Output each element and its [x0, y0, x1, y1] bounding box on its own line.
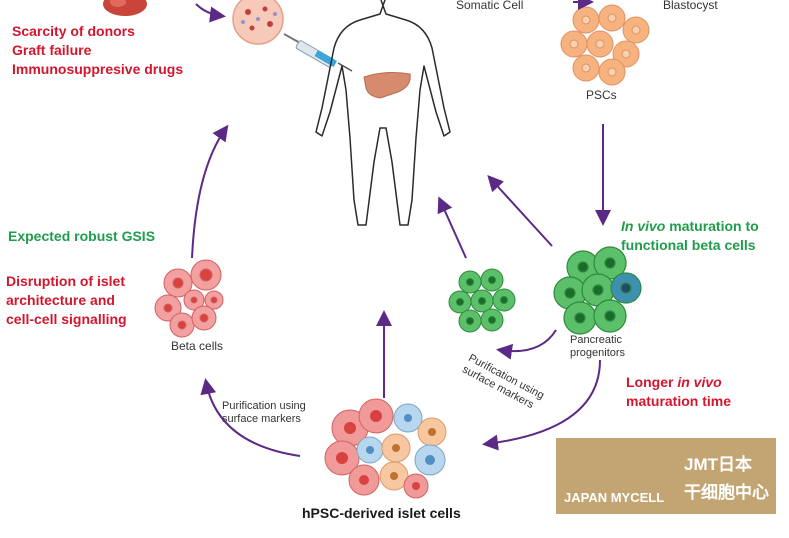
hpsc-islet-cluster — [324, 398, 447, 499]
problem-graft-failure: Graft failure — [12, 42, 92, 58]
gsis-label: Expected robust GSIS — [8, 228, 156, 244]
disruption-line1: Disruption of islet — [6, 273, 125, 289]
beta-cells-label: Beta cells — [171, 339, 224, 353]
longer-italic: in vivo — [677, 374, 722, 390]
purification-left-line1: Purification using — [222, 400, 306, 412]
human-body-outline — [315, 0, 451, 226]
arrow-beta-up — [191, 124, 229, 259]
pancreatic-label-line1: Pancreatic — [570, 334, 622, 346]
pancreatic-progenitors-label: Pancreatic progenitors — [570, 334, 625, 360]
in-vivo-rest: maturation to — [665, 218, 759, 234]
purification-left-label: Purification using surface markers — [222, 400, 306, 426]
liver-icon — [363, 72, 411, 99]
blastocyst-label: Blastocyst — [663, 0, 718, 12]
in-vivo-maturation-text: In vivo maturation to functional beta ce… — [621, 217, 759, 255]
beta-cells-cluster — [154, 259, 224, 338]
japan-mycell-logo: JAPAN MYCELL JMT日本 干细胞中心 — [556, 438, 776, 514]
logo-company-name: JAPAN MYCELL — [564, 490, 665, 505]
purified-progenitor-cells — [448, 268, 516, 333]
longer-maturation-text: Longer in vivo maturation time — [626, 373, 731, 411]
islet-tissue-icon — [232, 0, 284, 45]
pscs-label: PSCs — [586, 88, 617, 102]
problem-immunosuppressive: Immunosuppresive drugs — [12, 61, 184, 77]
donor-organ-icon — [103, 0, 147, 16]
arrow-progenitor-to-islet — [482, 359, 601, 451]
longer-line2: maturation time — [626, 393, 732, 409]
pancreatic-progenitor-cluster — [553, 246, 642, 335]
psc-cluster-icon — [560, 4, 650, 86]
arrow-islet-to-beta — [200, 378, 301, 457]
pancreatic-label-line2: progenitors — [570, 347, 626, 359]
hpsc-islet-label: hPSC-derived islet cells — [302, 505, 461, 521]
logo-cn-line2: 干细胞中心 — [684, 483, 769, 502]
disruption-line2: architecture and — [6, 292, 115, 308]
problem-scarcity: Scarcity of donors — [12, 23, 135, 39]
in-vivo-line2: functional beta cells — [621, 237, 756, 253]
arrow-progenitor-to-purified — [496, 329, 557, 360]
purification-left-line2: surface markers — [222, 413, 301, 425]
somatic-cell-label: Somatic Cell — [456, 0, 524, 12]
arrow-donor-to-islet — [195, 3, 226, 23]
logo-cn-line1: JMT日本 — [684, 455, 752, 474]
in-vivo-italic: In vivo — [621, 218, 666, 234]
disruption-text: Disruption of islet architecture and cel… — [6, 272, 127, 329]
problems-list: Scarcity of donors Graft failure Immunos… — [12, 22, 183, 79]
arrow-purified-to-body — [437, 196, 467, 259]
arrow-progenitor-to-body — [487, 175, 553, 247]
disruption-line3: cell-cell signalling — [6, 311, 127, 327]
longer-prefix: Longer — [626, 374, 678, 390]
